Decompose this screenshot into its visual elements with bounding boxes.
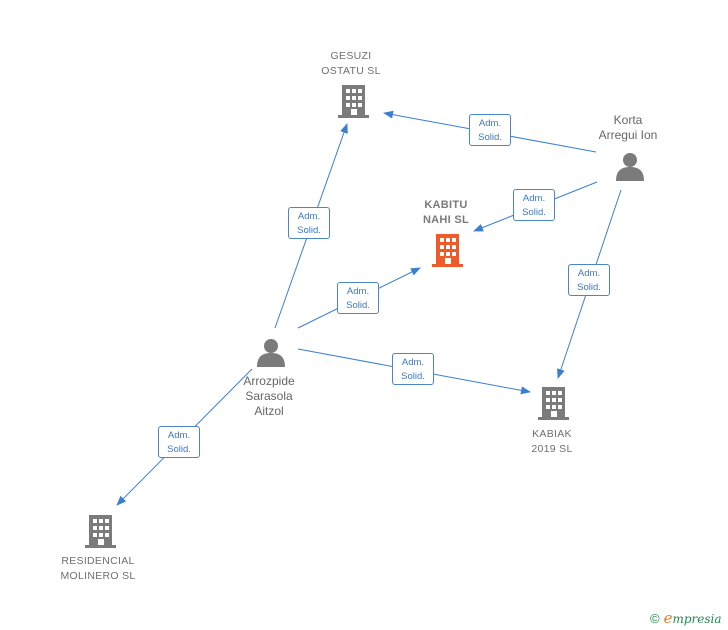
edge-label-line2: Solid. bbox=[346, 300, 370, 311]
edge-label-arrozpide-kabiak[interactable]: Adm. Solid. bbox=[392, 353, 434, 385]
edge-label-line2: Solid. bbox=[297, 225, 321, 236]
edge-label-line1: Adm. bbox=[167, 430, 191, 441]
person-label-arrozpide[interactable]: Arrozpide Sarasola Aitzol bbox=[243, 374, 295, 418]
person-icon[interactable] bbox=[257, 339, 285, 367]
edge-label-arrozpide-residencial[interactable]: Adm. Solid. bbox=[158, 426, 200, 458]
edge-label-line1: Adm. bbox=[522, 193, 546, 204]
edge-label-arrozpide-kabitu[interactable]: Adm. Solid. bbox=[337, 282, 379, 314]
person-icon[interactable] bbox=[616, 153, 644, 181]
edge-label-line2: Solid. bbox=[401, 371, 425, 382]
edge-label-korta-gesuzi[interactable]: Adm. Solid. bbox=[469, 114, 511, 146]
brand-footer: © empresia bbox=[650, 609, 722, 627]
company-label-kabiak[interactable]: KABIAK 2019 SL bbox=[531, 428, 573, 455]
edge-label-line2: Solid. bbox=[167, 444, 191, 455]
edge-label-arrozpide-gesuzi[interactable]: Adm. Solid. bbox=[288, 207, 330, 239]
edge-label-line1: Adm. bbox=[478, 118, 502, 129]
edge-label-line2: Solid. bbox=[577, 282, 601, 293]
edge-label-korta-kabitu[interactable]: Adm. Solid. bbox=[513, 189, 555, 221]
edge-label-line2: Solid. bbox=[522, 207, 546, 218]
brand-name: mpresia bbox=[672, 612, 722, 626]
company-label-kabitu[interactable]: KABITU NAHI SL bbox=[422, 199, 470, 226]
building-icon[interactable] bbox=[338, 85, 369, 118]
edge-label-line1: Adm. bbox=[297, 211, 321, 222]
edge-label-line1: Adm. bbox=[401, 357, 425, 368]
copyright-icon: © bbox=[650, 610, 660, 626]
brand-logo: empresia bbox=[664, 609, 722, 627]
edge-label-line1: Adm. bbox=[346, 286, 370, 297]
person-label-korta[interactable]: Korta Arregui Ion bbox=[598, 113, 658, 142]
edge-label-korta-kabiak[interactable]: Adm. Solid. bbox=[568, 264, 610, 296]
building-icon[interactable] bbox=[538, 387, 569, 420]
company-label-gesuzi[interactable]: GESUZI OSTATU SL bbox=[321, 50, 381, 77]
company-label-residencial[interactable]: RESIDENCIAL MOLINERO SL bbox=[60, 555, 136, 582]
building-icon[interactable] bbox=[85, 515, 116, 548]
edge-label-line1: Adm. bbox=[577, 268, 601, 279]
building-icon[interactable] bbox=[432, 234, 463, 267]
edge-label-line2: Solid. bbox=[478, 132, 502, 143]
brand-initial: e bbox=[663, 609, 673, 627]
